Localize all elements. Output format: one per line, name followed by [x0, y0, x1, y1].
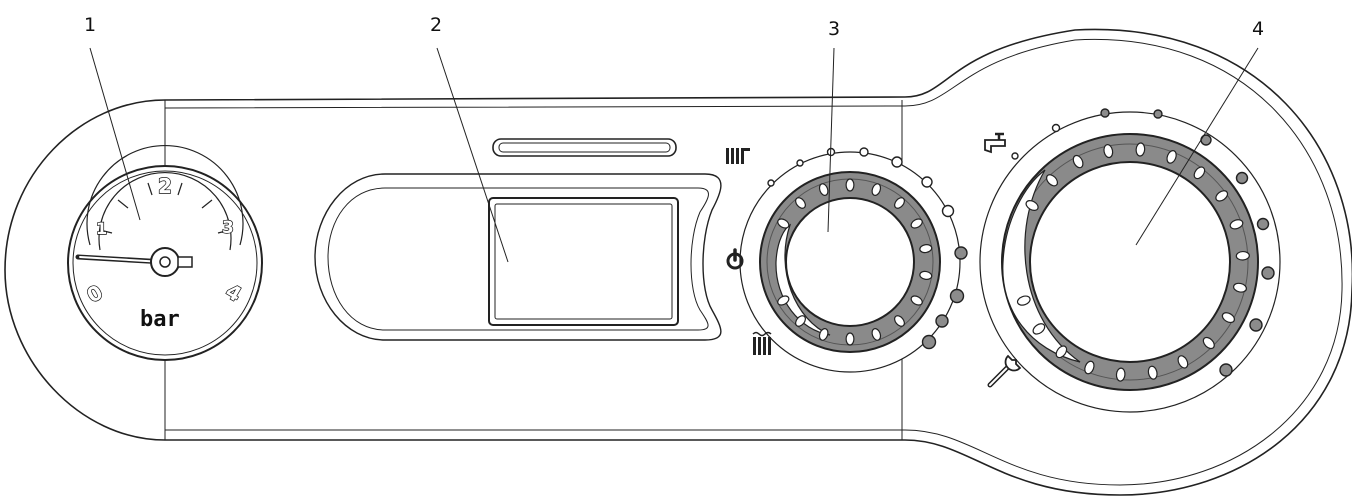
heating-knob[interactable] [739, 151, 961, 373]
grip-mark [1202, 336, 1215, 350]
power-icon [726, 248, 744, 270]
callout-3: 3 [828, 18, 840, 40]
grip-mark [1235, 250, 1250, 261]
grip-mark [845, 178, 855, 192]
gauge-scale-1: 1 [96, 219, 107, 238]
scale-dot [949, 288, 965, 304]
callout-leader-4 [1135, 47, 1259, 246]
grip-mark [910, 295, 923, 306]
grip-mark [1215, 190, 1229, 202]
grip-mark [1072, 154, 1084, 169]
scale-dot [1100, 108, 1110, 118]
grip-mark [818, 328, 829, 341]
scale-dot [1011, 152, 1019, 160]
grip-mark [1055, 345, 1068, 359]
scale-dot [1153, 109, 1163, 119]
hot-water-scale-dots [1011, 108, 1275, 377]
grip-mark [1177, 355, 1189, 369]
panel-outline [4, 28, 1352, 496]
scale-dot [1256, 217, 1270, 231]
status-light-bar [492, 138, 677, 157]
scale-dot [1235, 171, 1249, 185]
grip-mark [894, 197, 905, 209]
scale-dot [859, 147, 869, 157]
scale-dot [954, 246, 968, 260]
hot-water-knob-grip-marks [1016, 142, 1250, 382]
grip-mark [1016, 295, 1031, 306]
grip-mark [845, 332, 855, 346]
display-bezel [314, 138, 722, 341]
lcd-screen [488, 197, 679, 326]
callout-leader-1 [89, 47, 141, 221]
grip-mark [1221, 312, 1236, 324]
grip-mark [1103, 144, 1114, 159]
scale-dot [796, 159, 804, 167]
grip-mark [1147, 365, 1158, 380]
heating-knob-grip-marks [777, 178, 933, 346]
radiator-wave-icon [752, 331, 772, 355]
grip-mark [818, 183, 829, 196]
scale-dot [921, 176, 933, 188]
grip-mark [894, 315, 905, 327]
grip-mark [1232, 282, 1248, 293]
scale-dot [1219, 363, 1233, 377]
grip-mark [1229, 219, 1244, 230]
scale-dot [1051, 123, 1061, 133]
scale-dot [941, 204, 955, 218]
scale-dot [1249, 318, 1263, 332]
grip-mark [1084, 360, 1095, 375]
grip-mark [1166, 150, 1177, 164]
grip-mark [871, 183, 882, 196]
scale-dot [1261, 266, 1275, 280]
grip-mark [795, 315, 806, 327]
tap-icon [984, 132, 1006, 154]
pressure-gauge: 0 1 2 3 4 bar [67, 144, 263, 361]
callout-1: 1 [84, 14, 96, 36]
grip-mark [777, 295, 790, 306]
wrench-icon [987, 354, 1022, 388]
grip-mark [1193, 166, 1206, 180]
gauge-scale-3: 3 [222, 218, 234, 238]
callout-2: 2 [430, 14, 442, 36]
scale-dot [767, 179, 775, 187]
hot-water-knob[interactable] [979, 111, 1281, 413]
callout-4: 4 [1252, 18, 1264, 40]
grip-mark [871, 328, 882, 341]
scale-dot [921, 334, 937, 350]
grip-mark [777, 218, 790, 229]
grip-mark [1135, 142, 1146, 157]
scale-dot [1200, 134, 1212, 146]
gauge-unit-label: bar [140, 307, 180, 332]
grip-mark [795, 197, 806, 209]
grip-mark [1025, 200, 1039, 211]
grip-mark [919, 244, 933, 254]
gauge-scale-2: 2 [158, 174, 172, 198]
radiator-icon [726, 148, 750, 164]
grip-mark [919, 270, 933, 280]
grip-mark [1115, 367, 1126, 382]
panel-inner-outline [164, 38, 1343, 486]
scale-dot [891, 156, 903, 168]
callout-leader-3 [827, 47, 835, 233]
grip-mark [1045, 174, 1059, 187]
gauge-scale-segments [99, 182, 231, 234]
callout-leader-2 [436, 47, 509, 263]
grip-mark [1032, 323, 1046, 335]
grip-mark [910, 218, 923, 229]
scale-dot [935, 314, 949, 328]
